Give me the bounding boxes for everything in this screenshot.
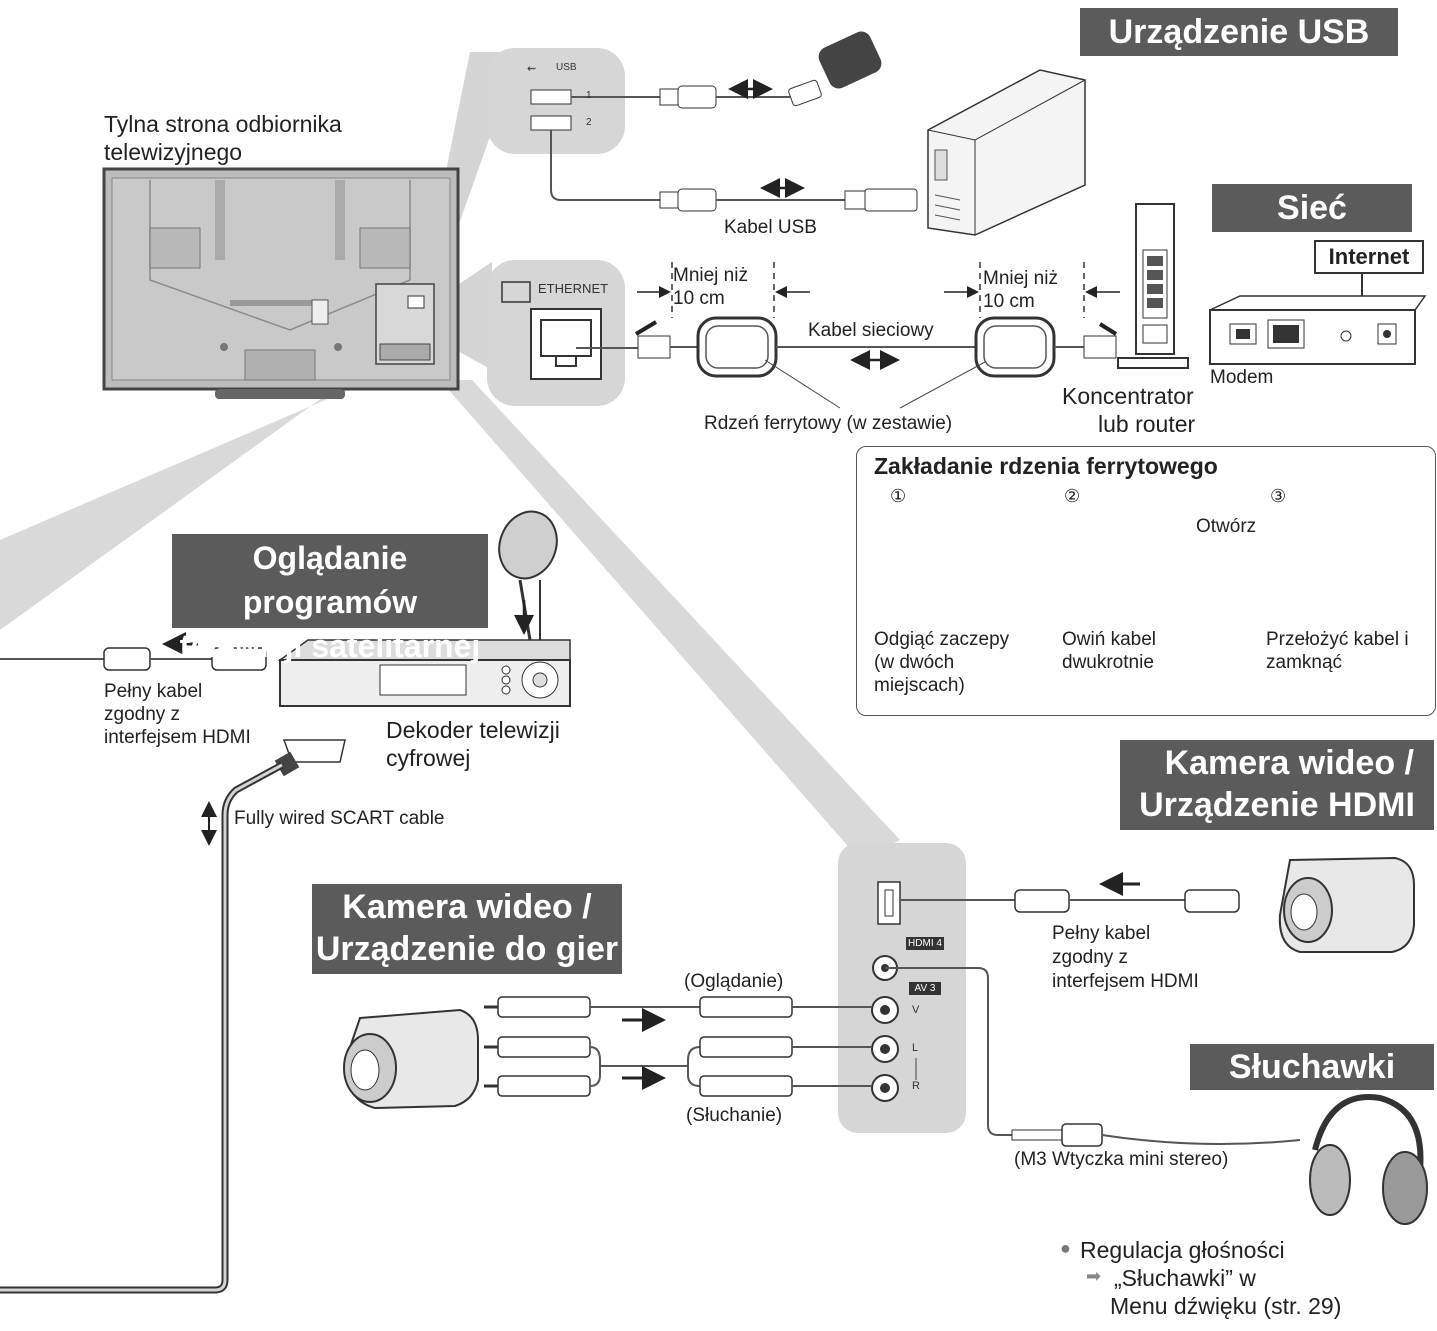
watching-label: (Oglądanie)	[684, 971, 784, 992]
ethernet-port-panel	[487, 260, 625, 406]
volume-note-line2: „Słuchawki” w	[1114, 1265, 1256, 1291]
usb-port-2-label: 2	[586, 117, 592, 128]
tv-rear-illustration	[102, 167, 460, 399]
usb-flash-drive	[788, 31, 882, 107]
banner-camera-games-line2: Urządzenie do gier	[315, 930, 619, 968]
r-label: R	[912, 1080, 920, 1092]
side-input-panel	[838, 843, 966, 1133]
hdmi-cable-camera	[900, 872, 1240, 913]
ferrite-step1-text-line3: miejscach)	[874, 675, 965, 696]
tv-label-line2: telewizyjnego	[104, 139, 243, 165]
hub-label-line2: lub router	[1098, 411, 1196, 437]
cam-hdmi-cable-line2: zgodny z	[1052, 947, 1129, 968]
ferrite-step1-text-line1: Odgiąć zaczepy	[874, 629, 1010, 650]
satellite-dish	[498, 510, 558, 641]
mini-stereo-plug-label: (M3 Wtyczka mini stereo)	[1014, 1149, 1229, 1170]
volume-note-line1: Regulacja głośności	[1080, 1237, 1285, 1263]
cam-hdmi-cable-line3: interfejsem HDMI	[1052, 971, 1199, 992]
ferrite-instruction-title: Zakładanie rdzenia ferrytowego	[874, 453, 1218, 479]
volume-note-bullet: ●	[1060, 1238, 1071, 1258]
headphones-device	[1309, 1094, 1428, 1225]
banner-camera-hdmi: Kamera wideo / Urządzenie HDMI	[1120, 740, 1434, 830]
scart-cable	[0, 739, 346, 1294]
volume-note-arrow: ➡	[1086, 1266, 1102, 1286]
decoder-label-line2: cyfrowej	[386, 745, 471, 771]
svg-text:⇜: ⇜	[527, 63, 536, 75]
banner-camera-games-line1: Kamera wideo /	[342, 888, 592, 926]
rca-cables	[484, 996, 872, 1097]
modem-label: Modem	[1210, 367, 1274, 388]
ferrite-step2-text-line2: dwukrotnie	[1062, 652, 1154, 673]
banner-satellite-line2: telewizji satelitarnej	[179, 628, 481, 664]
usb-hard-drive	[927, 69, 1086, 236]
tv-label-line1: Tylna strona odbiornika	[104, 111, 342, 137]
distance-left-line1: Mniej niż	[673, 265, 748, 286]
ferrite-step2-text-line1: Owiń kabel	[1062, 629, 1156, 650]
distance-right-line1: Mniej niż	[983, 268, 1058, 289]
ferrite-instruction-box	[856, 446, 1436, 716]
internet-label: Internet	[1314, 240, 1424, 274]
sat-hdmi-cable-line1: Pełny kabel	[104, 681, 203, 702]
ferrite-step1-number: ①	[890, 486, 907, 506]
v-label: V	[912, 1004, 920, 1016]
banner-camera-hdmi-line1: Kamera wideo /	[1164, 744, 1414, 782]
ferrite-step3-text-line1: Przełożyć kabel i	[1266, 629, 1409, 650]
usb-port-panel: ⇜	[487, 48, 625, 154]
ferrite-step1-text-line2: (w dwóch	[874, 652, 955, 673]
beam-side	[440, 380, 900, 860]
hub-router	[1117, 203, 1189, 369]
modem	[1209, 268, 1427, 365]
ferrite-step3-text-line2: zamknąć	[1266, 652, 1343, 673]
sat-hdmi-cable-line2: zgodny z	[104, 704, 181, 725]
scart-cable-label: Fully wired SCART cable	[234, 808, 445, 829]
volume-note-line3: Menu dźwięku (str. 29)	[1110, 1293, 1342, 1319]
banner-usb-device: Urządzenie USB	[1080, 8, 1398, 56]
ferrite-open-label: Otwórz	[1196, 516, 1257, 537]
cam-hdmi-cable-line1: Pełny kabel	[1052, 923, 1151, 944]
ferrite-step3-number: ③	[1270, 486, 1287, 506]
headphone-cable	[885, 967, 1301, 1147]
usb-panel-title: USB	[556, 62, 577, 73]
decoder-label-line1: Dekoder telewizji	[386, 717, 560, 743]
banner-network: Sieć	[1212, 184, 1412, 232]
av3-label: AV 3	[914, 983, 936, 994]
digital-decoder	[277, 639, 571, 707]
usb-port-1-label: 1	[586, 90, 592, 101]
ferrite-step2-number: ②	[1064, 486, 1081, 506]
hub-label-line1: Koncentrator	[1062, 383, 1194, 409]
ethernet-cable	[634, 316, 1118, 378]
banner-camera-hdmi-line2: Urządzenie HDMI	[1139, 786, 1415, 824]
sat-hdmi-cable-line3: interfejsem HDMI	[104, 727, 251, 748]
usb-plug-top	[659, 85, 790, 109]
camcorder-hdmi	[1278, 856, 1415, 953]
usb-plug-bottom	[659, 188, 918, 212]
distance-left-line2: 10 cm	[673, 288, 725, 309]
banner-satellite-line1: Oglądanie programów	[242, 540, 418, 620]
l-label: L	[912, 1042, 919, 1054]
banner-camera-games: Kamera wideo / Urządzenie do gier	[312, 884, 622, 974]
usb-cable-label: Kabel USB	[724, 217, 817, 238]
listening-label: (Słuchanie)	[686, 1105, 783, 1126]
ethernet-label: ETHERNET	[538, 281, 609, 296]
hdmi-cable-satellite	[0, 632, 267, 671]
network-cable-label: Kabel sieciowy	[808, 320, 934, 341]
camcorder-games	[343, 1008, 479, 1110]
ferrite-core-label: Rdzeń ferrytowy (w zestawie)	[704, 413, 953, 434]
hdmi4-label: HDMI 4	[908, 938, 942, 949]
banner-satellite: Oglądanie programów telewizji satelitarn…	[172, 534, 488, 664]
distance-right-line2: 10 cm	[983, 291, 1035, 312]
banner-headphones: Słuchawki	[1190, 1044, 1434, 1090]
